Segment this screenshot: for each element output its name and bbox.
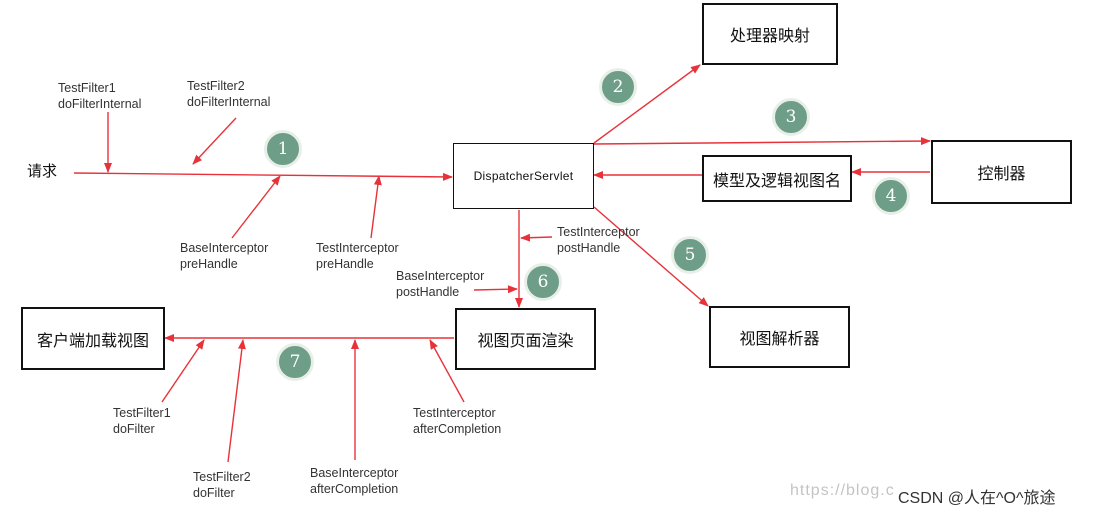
arrow-to-controller (593, 137, 931, 146)
step-badge-6: 6 (524, 263, 562, 301)
controller-box: 控制器 (931, 140, 1072, 204)
watermark-url: https://blog.c (790, 482, 895, 499)
step-badge-3: 3 (772, 98, 810, 136)
arrow-to-handler-mapping (593, 64, 701, 144)
arrow-testfilter2-internal (192, 117, 237, 165)
view-render-box: 视图页面渲染 (455, 308, 596, 370)
arrow-to-view-resolver (593, 206, 709, 307)
arrow-testfilter2-dofilter (227, 339, 246, 463)
arrow-test-prehandle (370, 175, 382, 239)
dispatcher-servlet-box: DispatcherServlet (453, 143, 594, 209)
arrow-base-posthandle (473, 285, 518, 294)
model-view-box: 模型及逻辑视图名 (702, 155, 852, 202)
step-badge-1: 1 (264, 130, 302, 168)
request-label: 请求 (27, 163, 58, 180)
step-badge-2: 2 (599, 68, 637, 106)
handler-mapping-box: 处理器映射 (702, 3, 838, 65)
view-resolver-box: 视图解析器 (709, 306, 850, 368)
step-badge-5: 5 (671, 236, 709, 274)
watermark-credit: CSDN @人在^O^旅途 (898, 490, 1056, 507)
step-badge-4: 4 (872, 177, 910, 215)
arrow-test-posthandle (520, 233, 553, 242)
arrow-testfilter1-dofilter (161, 339, 205, 403)
arrow-test-aftercompletion (429, 339, 465, 403)
arrow-request (73, 172, 453, 181)
arrow-base-prehandle (231, 175, 281, 239)
step-badge-7: 7 (276, 343, 314, 381)
client-view-box: 客户端加载视图 (21, 307, 165, 370)
